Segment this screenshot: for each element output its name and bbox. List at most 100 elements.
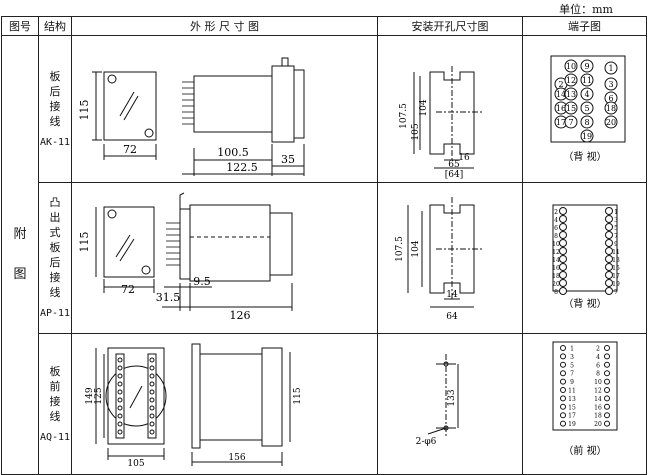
svg-text:104: 104 — [419, 99, 429, 116]
terminal-ak11-label: 19 — [582, 132, 592, 141]
terminal-ap11-9 — [605, 239, 613, 247]
view-ap11: （背 视） — [563, 297, 606, 310]
mount-ak11: 107.5 105 104 16 65 [64] — [377, 35, 523, 183]
terminal-ap11-15 — [605, 263, 613, 271]
svg-text:105: 105 — [411, 123, 421, 140]
appendix-label: 附 图 — [1, 35, 39, 475]
terminal-aq11-label: 17 — [568, 413, 576, 420]
terminal-ak11-10 — [564, 59, 578, 73]
terminal-ak11-label: 15 — [566, 104, 576, 113]
terminal-ak11-12 — [564, 73, 578, 87]
terminal-ak11-label: 10 — [566, 62, 576, 71]
svg-text:126: 126 — [230, 309, 251, 322]
terminal-aq11-11 — [560, 387, 566, 393]
terminal-ap11-1 — [605, 207, 613, 215]
svg-text:105: 105 — [127, 459, 144, 469]
terminal-ap11-label: 3 — [614, 217, 618, 224]
svg-text:64: 64 — [446, 312, 458, 322]
dim-total: 122.5 — [226, 161, 258, 174]
terminal-ap11-11 — [605, 247, 613, 255]
terminal-aq11-19 — [560, 420, 566, 427]
terminal-ap11-18 — [559, 271, 567, 279]
terminal-aq11-label: 8 — [596, 371, 600, 378]
terminal-aq11-7 — [560, 370, 566, 377]
terminal-aq11-6 — [604, 361, 610, 368]
terminal-aq11-5 — [560, 361, 566, 368]
terminal-aq11-2 — [604, 345, 610, 351]
terminal-ap11-label: 7 — [614, 233, 618, 240]
svg-text:107.5: 107.5 — [399, 103, 409, 129]
terminal-ap11-label: 8 — [554, 233, 558, 240]
terminal-ap11-label: 10 — [552, 241, 560, 248]
terminal-aq11-16 — [604, 403, 610, 410]
unit-label: 单位：mm — [559, 3, 613, 16]
terminal-aq11-3 — [560, 353, 566, 360]
terminal-ap11-16 — [559, 263, 567, 271]
svg-text:133: 133 — [447, 389, 457, 406]
terminal-ap11-label: 5 — [614, 225, 618, 232]
terminal-ap11-8 — [559, 287, 567, 295]
terminal-ak11-label: 5 — [584, 104, 589, 113]
terminal-ap11-label: 12 — [552, 249, 560, 256]
terminal-ak11-label: 2 — [558, 80, 563, 89]
header-fig-no: 图号 — [1, 16, 39, 36]
terminal-ak11-20 — [604, 115, 618, 129]
terminal-aq11-label: 14 — [594, 396, 602, 403]
terminal-aq11-label: 12 — [594, 388, 602, 395]
terminal-aq11-12 — [604, 387, 610, 393]
terminal-ap11-label: 11 — [612, 249, 620, 256]
terminal-ap11-label: 19 — [612, 281, 620, 288]
terminal-ap11-label: 13 — [612, 257, 620, 264]
svg-text:115: 115 — [293, 387, 303, 404]
terminal-aq11-label: 1 — [570, 346, 574, 353]
svg-text:9.5: 9.5 — [193, 275, 211, 288]
terminal-ak11-1 — [604, 61, 618, 75]
terminal-aq11-8 — [604, 370, 610, 377]
terminal-ap11-10 — [559, 239, 567, 247]
header-outline: 外 形 尺 寸 图 — [71, 16, 378, 36]
svg-text:31.5: 31.5 — [156, 291, 181, 304]
terminal-aq11-4 — [604, 353, 610, 360]
structure-ap11: 凸出 式板 后接 线 AP-11 — [38, 182, 72, 334]
terminal-ak11-label: 6 — [608, 94, 613, 103]
header-mounting: 安装开孔尺寸图 — [377, 16, 523, 36]
terminal-aq11-10 — [604, 378, 610, 385]
terminal-aq11-label: 6 — [596, 362, 600, 369]
terminal-ap11-5 — [605, 223, 613, 231]
svg-text:107.5: 107.5 — [395, 236, 405, 262]
terminal-ak11-label: 18 — [606, 104, 616, 113]
terminal-aq11-9 — [560, 378, 566, 385]
terminal-ak11-18 — [604, 101, 618, 115]
dimension-table: 图号 结构 外 形 尺 寸 图 安装开孔尺寸图 端子图 附 图 板后 接线 AK… — [1, 16, 647, 475]
svg-text:2-φ6: 2-φ6 — [416, 437, 437, 447]
terminal-aq11-13 — [560, 395, 566, 402]
terminal-ap11-6 — [559, 223, 567, 231]
terminal-ak11-7 — [564, 115, 578, 129]
terminal-aq11-1 — [560, 345, 566, 351]
terminal-ap11-label: 20 — [552, 281, 560, 288]
terminal-aq11-label: 3 — [570, 354, 574, 361]
terminal-ak11-11 — [580, 73, 594, 87]
outline-ap11: 115 72 9.5 31.5 126 — [71, 182, 378, 334]
svg-text:115: 115 — [78, 232, 91, 253]
svg-text:104: 104 — [411, 240, 421, 257]
terminal-ap11-17 — [605, 271, 613, 279]
svg-text:16: 16 — [458, 153, 470, 163]
terminal-ak11-label: 11 — [582, 76, 592, 85]
terminal-ak11-15 — [564, 101, 578, 115]
header-structure: 结构 — [38, 16, 72, 36]
dim-depth: 100.5 — [217, 146, 249, 159]
terminal-ap11-label: 14 — [552, 257, 560, 264]
terminal-ak11-label: 16 — [556, 104, 566, 113]
terminal-ap11-2 — [559, 207, 567, 215]
terminal-ap11-label: 2 — [554, 209, 558, 216]
terminal-ak11-9 — [580, 59, 594, 73]
terminal-aq11-label: 11 — [568, 388, 576, 395]
terminal-ak11-8 — [580, 115, 594, 129]
view-ak11: （背 视） — [563, 150, 606, 163]
terminal-aq11-label: 4 — [596, 354, 600, 361]
terminal-ak11-label: 8 — [584, 118, 589, 127]
